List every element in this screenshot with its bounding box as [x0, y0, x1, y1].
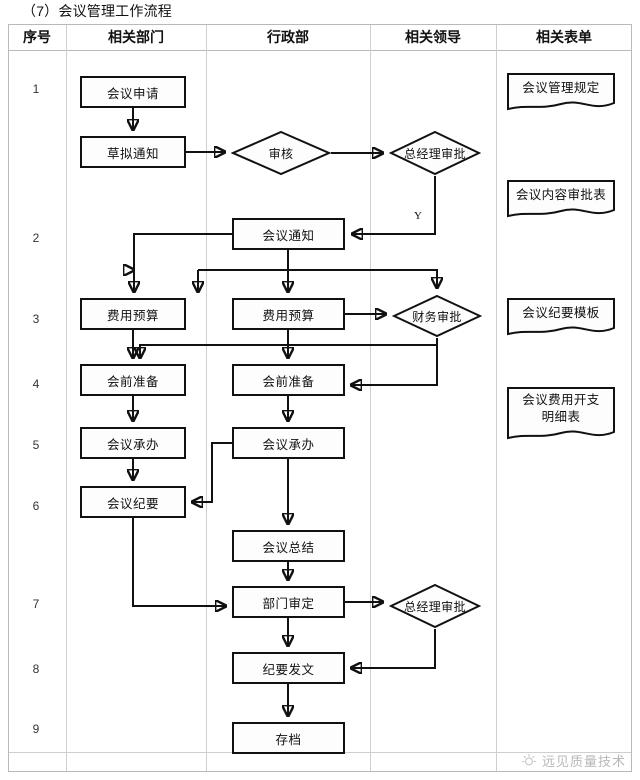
watermark: 远见质量技术	[521, 751, 626, 770]
document-shape-icon	[507, 298, 615, 336]
watermark-text: 远见质量技术	[541, 754, 626, 769]
row-number-1: 1	[32, 82, 40, 96]
row-number-3: 3	[32, 312, 40, 326]
sun-logo-icon	[521, 753, 537, 765]
document-expense-detail-form-label: 会议费用开支明细表	[522, 393, 600, 424]
document-content-approval-form[interactable]: 会议内容审批表	[506, 179, 616, 219]
decision-review-label: 审核	[268, 146, 294, 161]
document-meeting-regulations-label: 会议管理规定	[522, 80, 600, 95]
column-divider-4	[496, 25, 497, 771]
node-archive[interactable]: 存档	[232, 722, 345, 754]
document-expense-detail-form[interactable]: 会议费用开支明细表	[506, 386, 616, 442]
row-number-7: 7	[32, 597, 40, 611]
node-draft-notice[interactable]: 草拟通知	[80, 136, 186, 168]
row-number-8: 8	[32, 662, 40, 676]
document-content-approval-form-label: 会议内容审批表	[515, 187, 607, 202]
edge-label-yes: Y	[414, 210, 422, 222]
diamond-shape-icon	[231, 130, 331, 176]
column-header-department: 相关部门	[108, 29, 164, 45]
decision-gm-approval-2-label: 总经理审批	[403, 599, 466, 614]
decision-gm-approval-2[interactable]: 总经理审批	[389, 583, 481, 629]
node-meeting-minutes[interactable]: 会议纪要	[80, 486, 186, 518]
document-meeting-regulations[interactable]: 会议管理规定	[506, 72, 616, 112]
document-shape-icon	[507, 387, 615, 440]
document-minutes-template-label: 会议纪要模板	[522, 305, 600, 320]
header-divider	[9, 50, 631, 51]
column-header-leader: 相关领导	[405, 29, 461, 45]
column-header-forms: 相关表单	[536, 29, 592, 45]
row-number-9: 9	[32, 722, 40, 736]
column-header-seq: 序号	[23, 29, 51, 45]
document-shape-icon	[507, 180, 615, 218]
decision-review[interactable]: 审核	[231, 130, 331, 176]
row-number-4: 4	[32, 377, 40, 391]
diamond-shape-icon	[392, 294, 482, 338]
node-meeting-summary[interactable]: 会议总结	[232, 530, 345, 562]
decision-gm-approval-1-label: 总经理审批	[403, 146, 466, 161]
row-number-6: 6	[32, 499, 40, 513]
row-number-2: 2	[32, 231, 40, 245]
node-pre-meeting-prep-admin[interactable]: 会前准备	[232, 364, 345, 396]
decision-finance-approval-label: 财务审批	[412, 309, 462, 324]
diamond-shape-icon	[389, 583, 481, 629]
column-header-admin: 行政部	[267, 29, 309, 45]
document-minutes-template[interactable]: 会议纪要模板	[506, 297, 616, 337]
node-minutes-issue[interactable]: 纪要发文	[232, 652, 345, 684]
decision-finance-approval[interactable]: 财务审批	[392, 294, 482, 338]
node-meeting-host-department[interactable]: 会议承办	[80, 427, 186, 459]
node-meeting-host-admin[interactable]: 会议承办	[232, 427, 345, 459]
node-department-approval[interactable]: 部门审定	[232, 586, 345, 618]
node-meeting-notice[interactable]: 会议通知	[232, 218, 345, 250]
node-cost-budget-department[interactable]: 费用预算	[80, 298, 186, 330]
document-shape-icon	[507, 73, 615, 111]
diamond-shape-icon	[389, 130, 481, 176]
page-title: （7）会议管理工作流程	[22, 3, 172, 19]
column-divider-2	[206, 25, 207, 771]
node-meeting-application[interactable]: 会议申请	[80, 76, 186, 108]
decision-gm-approval-1[interactable]: 总经理审批	[389, 130, 481, 176]
row-number-5: 5	[32, 438, 40, 452]
column-divider-1	[66, 25, 67, 771]
node-pre-meeting-prep-department[interactable]: 会前准备	[80, 364, 186, 396]
node-cost-budget-admin[interactable]: 费用预算	[232, 298, 345, 330]
column-divider-3	[370, 25, 371, 771]
